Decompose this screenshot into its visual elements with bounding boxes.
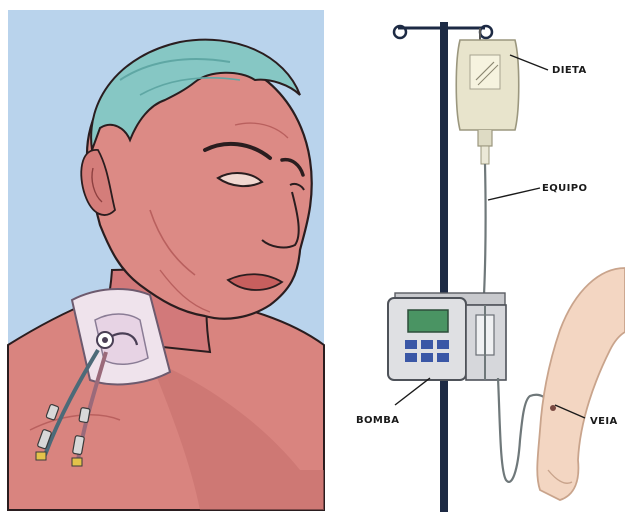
- iv-pole: [440, 22, 448, 512]
- label-dieta: DIETA: [552, 65, 587, 76]
- infusion-pump-icon: [388, 293, 506, 380]
- label-equipo: EQUIPO: [542, 183, 587, 194]
- bomba-leader: [395, 378, 430, 405]
- patient-arm: [537, 268, 625, 500]
- iv-setup: DIETA EQUIPO BOMBA VEIA: [356, 22, 625, 512]
- arm-icon: [537, 268, 625, 500]
- equipo-tube: [484, 164, 486, 295]
- label-bomba: BOMBA: [356, 415, 399, 426]
- diet-bag-icon: [456, 28, 519, 164]
- label-veia: VEIA: [590, 416, 618, 427]
- equipo-leader: [488, 188, 540, 200]
- pump-screen: [408, 310, 448, 332]
- patient-panel: [8, 10, 324, 510]
